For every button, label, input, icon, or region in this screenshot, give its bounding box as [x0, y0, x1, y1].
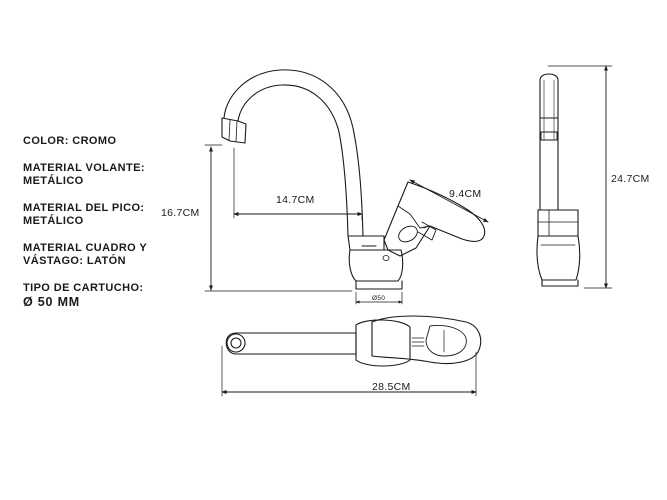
- faucet-body: [347, 235, 385, 251]
- side-spout: [539, 73, 559, 211]
- top-spout: [225, 332, 357, 355]
- side-view: [536, 65, 613, 289]
- spec-handle-material: MATERIAL VOLANTE:METÁLICO: [23, 162, 145, 187]
- top-lever: [371, 315, 482, 365]
- side-base: [536, 235, 581, 281]
- aerator: [221, 117, 247, 144]
- spout-outer: [223, 69, 364, 237]
- spout-inner: [237, 84, 349, 237]
- spec-spout-material: MATERIAL DEL PICO:METÁLICO: [23, 202, 145, 227]
- dim-handle-length: 9.4CM: [449, 188, 481, 200]
- dim-base-diameter: Ø50: [372, 295, 385, 302]
- spec-list: COLOR: CROMO MATERIAL VOLANTE:METÁLICO M…: [23, 135, 193, 323]
- front-view: [204, 69, 489, 305]
- top-view: [221, 315, 482, 397]
- spec-color: COLOR: CROMO: [23, 135, 117, 147]
- dim-spout-reach: 14.7CM: [276, 194, 315, 206]
- spec-cartridge: TIPO DE CARTUCHO:Ø 50 MM: [23, 282, 144, 309]
- dim-height-front: 16.7CM: [161, 207, 200, 219]
- dim-height-side: 24.7CM: [611, 173, 650, 185]
- dim-top-length: 28.5CM: [372, 381, 411, 393]
